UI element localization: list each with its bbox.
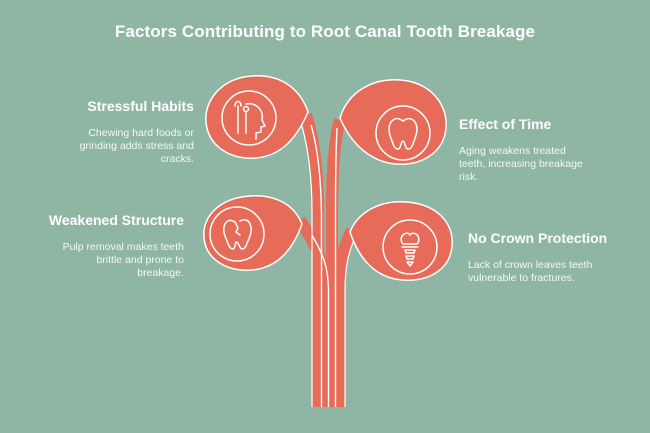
stem-separator-3 bbox=[334, 127, 338, 407]
page-title: Factors Contributing to Root Canal Tooth… bbox=[114, 22, 536, 41]
factor-heading: Weakened Structure bbox=[48, 212, 184, 228]
description-line: brittle and prone to bbox=[96, 254, 184, 266]
leaf-weakened-structure bbox=[203, 195, 303, 271]
description-line: risk. bbox=[459, 171, 479, 183]
factor-description: Aging weakens treated teeth, increasing … bbox=[459, 145, 599, 184]
description-line: teeth, increasing breakage bbox=[459, 158, 583, 170]
leaf-stressful-habits bbox=[205, 75, 309, 159]
factor-description: Chewing hard foods or grinding adds stre… bbox=[44, 127, 194, 166]
stem-stressful-habits bbox=[300, 113, 324, 407]
factor-description: Lack of crown leaves teeth vulnerable to… bbox=[468, 259, 618, 285]
factor-no-crown-protection: No Crown Protection Lack of crown leaves… bbox=[468, 229, 618, 285]
description-line: Aging weakens treated bbox=[459, 145, 566, 157]
factor-heading: No Crown Protection bbox=[468, 230, 608, 246]
stem-outline-left bbox=[299, 119, 313, 407]
leaf-no-crown-protection bbox=[349, 201, 453, 281]
description-line: cracks. bbox=[160, 153, 194, 165]
stem-separator-2 bbox=[311, 234, 330, 407]
factor-weakened-structure: Weakened Structure Pulp removal makes te… bbox=[24, 211, 184, 280]
description-line: vulnerable to fractures. bbox=[468, 272, 575, 284]
broken-tooth-icon bbox=[223, 219, 252, 250]
description-line: breakage. bbox=[137, 267, 184, 279]
stem-weakened-structure bbox=[294, 216, 331, 407]
head-dental-tools-icon bbox=[234, 100, 266, 140]
factor-effect-of-time: Effect of Time Aging weakens treated tee… bbox=[459, 115, 599, 184]
tooth-icon bbox=[388, 117, 418, 150]
factor-heading: Stressful Habits bbox=[87, 98, 194, 114]
description-line: Lack of crown leaves teeth bbox=[468, 259, 593, 271]
factor-stressful-habits: Stressful Habits Chewing hard foods or g… bbox=[44, 97, 194, 166]
factor-description: Pulp removal makes teeth brittle and pro… bbox=[24, 241, 184, 280]
description-line: Chewing hard foods or bbox=[88, 127, 194, 139]
stem-effect-of-time bbox=[326, 118, 346, 407]
stem-separator-1 bbox=[310, 124, 323, 407]
stems bbox=[294, 113, 358, 407]
stem-no-crown-protection bbox=[333, 227, 358, 407]
description-line: grinding adds stress and bbox=[79, 140, 194, 152]
description-line: Pulp removal makes teeth bbox=[62, 241, 184, 253]
leaf-effect-of-time bbox=[339, 79, 447, 165]
dental-implant-icon bbox=[400, 232, 420, 267]
factor-heading: Effect of Time bbox=[459, 116, 552, 132]
